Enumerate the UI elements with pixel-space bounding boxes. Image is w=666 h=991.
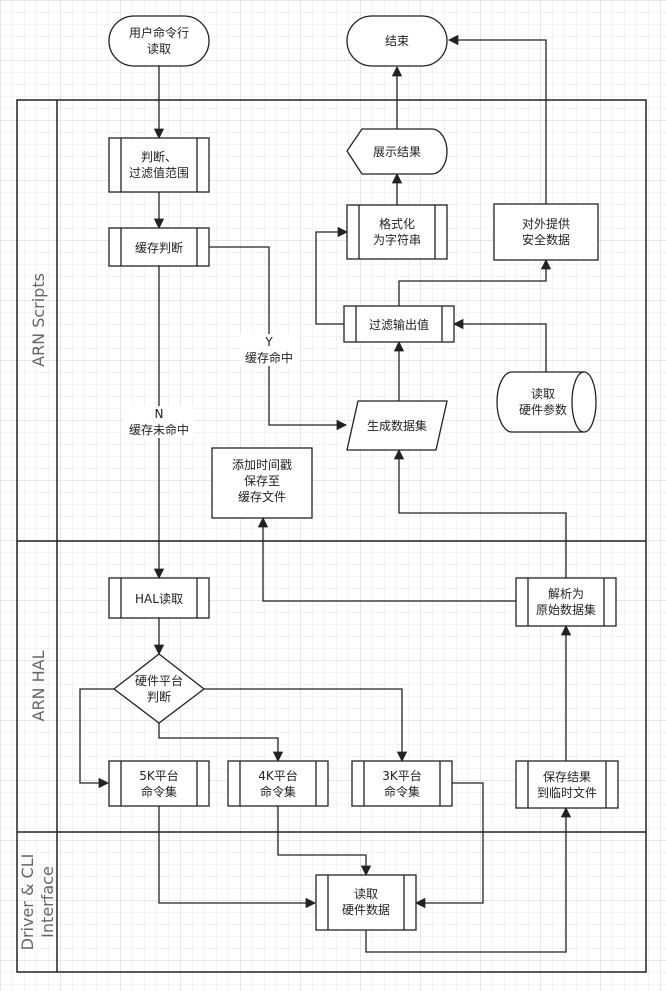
edge-label-y: Y xyxy=(264,335,273,349)
node-parse-line1: 解析为 xyxy=(548,587,584,601)
svg-text:缓存判断: 缓存判断 xyxy=(135,240,183,255)
node-hal-read: HAL读取 xyxy=(108,577,210,619)
node-filter-output-line1: 过滤输出值 xyxy=(369,317,429,332)
node-save-temp-line1: 保存结果 xyxy=(543,770,591,784)
node-judge-filter-line2: 过滤值范围 xyxy=(129,165,189,180)
node-hw-platform: 硬件平台判断 xyxy=(112,653,206,724)
svg-text:硬件平台判断: 硬件平台判断 xyxy=(135,673,183,704)
svg-text:结束: 结束 xyxy=(385,34,409,48)
edge-parse-to-gen xyxy=(393,448,567,578)
node-cmd-4k-line1: 4K平台 xyxy=(258,768,298,783)
svg-text:用户命令行读取: 用户命令行读取 xyxy=(129,25,189,56)
node-read-hw-data: 读取硬件数据 xyxy=(315,874,417,931)
node-cmd-3k-line1: 3K平台 xyxy=(382,768,422,783)
node-judge-filter-line1: 判断、 xyxy=(141,149,177,164)
node-gen-dataset-line1: 生成数据集 xyxy=(367,418,427,433)
edge-3k-to-read xyxy=(414,782,484,909)
edge-label-cache-miss: N 缓存未命中 xyxy=(124,406,194,438)
node-save-temp: 保存结果到临时文件 xyxy=(515,760,619,809)
node-display: 展示结果 xyxy=(346,128,448,175)
node-hal-read-line1: HAL读取 xyxy=(135,592,183,606)
edge-platform-to-4k xyxy=(158,723,284,763)
swimlane-container xyxy=(16,99,647,973)
node-format-line1: 格式化 xyxy=(379,216,415,231)
edge-label-cache-miss-text: 缓存未命中 xyxy=(129,422,189,437)
node-save-temp-line2: 到临时文件 xyxy=(537,785,597,800)
node-cmd-5k-line2: 命令集 xyxy=(141,784,177,799)
edge-external-to-end xyxy=(447,34,547,204)
svg-text:展示结果: 展示结果 xyxy=(373,145,421,159)
node-external: 对外提供安全数据 xyxy=(493,203,599,261)
node-cache-judge-line1: 缓存判断 xyxy=(135,240,183,255)
node-format: 格式化为字符串 xyxy=(346,204,448,260)
edge-param-to-filter xyxy=(452,318,547,372)
svg-text:格式化为字符串: 格式化为字符串 xyxy=(373,216,421,247)
node-judge-filter: 判断、过滤值范围 xyxy=(108,137,210,193)
node-cache-judge: 缓存判断 xyxy=(108,227,210,267)
node-cmd-4k-line2: 命令集 xyxy=(260,784,296,799)
svg-text:4K平台命令集: 4K平台命令集 xyxy=(258,768,298,799)
lane-label-arn-scripts: ARN Scripts xyxy=(29,273,48,367)
svg-text:过滤输出值: 过滤输出值 xyxy=(369,317,429,332)
node-hw-platform-line1: 硬件平台 xyxy=(135,673,183,688)
node-external-line1: 对外提供 xyxy=(522,216,570,231)
node-read-hw-data-line1: 读取 xyxy=(354,887,378,901)
node-display-line1: 展示结果 xyxy=(373,145,421,159)
node-external-line2: 安全数据 xyxy=(522,232,570,247)
node-timestamp-line1: 添加时间戳 xyxy=(232,458,292,472)
svg-text:对外提供安全数据: 对外提供安全数据 xyxy=(522,216,570,247)
node-cmd-3k-line2: 命令集 xyxy=(384,784,420,799)
edge-filter-to-format xyxy=(315,226,349,325)
node-start: 用户命令行读取 xyxy=(108,15,210,67)
node-parse-line2: 原始数据集 xyxy=(536,602,596,617)
svg-text:HAL读取: HAL读取 xyxy=(135,592,183,606)
node-start-line2: 读取 xyxy=(147,42,171,56)
edge-platform-to-5k xyxy=(79,688,114,789)
node-read-hw-param: 读取硬件参数 xyxy=(496,371,597,433)
edge-label-cache-hit: Y 缓存命中 xyxy=(240,334,300,366)
edge-read-to-save xyxy=(365,806,572,953)
svg-text:读取硬件参数: 读取硬件参数 xyxy=(519,387,567,417)
edge-label-cache-hit-text: 缓存命中 xyxy=(245,350,293,365)
node-timestamp: 添加时间戳保存至缓存文件 xyxy=(211,447,313,519)
node-gen-dataset: 生成数据集 xyxy=(346,400,448,451)
svg-text:保存结果到临时文件: 保存结果到临时文件 xyxy=(537,770,597,800)
edge-parse-to-timestamp xyxy=(257,516,516,602)
edge-label-n: N xyxy=(155,407,164,421)
lane-label-driver-cli-line2: Interface xyxy=(38,866,57,938)
node-parse: 解析为原始数据集 xyxy=(515,577,617,627)
node-start-line1: 用户命令行 xyxy=(129,25,189,40)
node-read-hw-data-line2: 硬件数据 xyxy=(342,902,390,917)
edge-filter-to-external xyxy=(398,258,552,306)
svg-text:添加时间戳保存至缓存文件: 添加时间戳保存至缓存文件 xyxy=(232,458,292,504)
node-end: 结束 xyxy=(346,15,448,67)
svg-text:读取硬件数据: 读取硬件数据 xyxy=(342,887,390,917)
node-cmd-5k: 5K平台命令集 xyxy=(108,760,210,807)
node-hw-platform-line2: 判断 xyxy=(147,689,171,704)
svg-text:生成数据集: 生成数据集 xyxy=(367,418,427,433)
node-timestamp-line2: 保存至 xyxy=(244,474,280,488)
connectors xyxy=(79,34,572,953)
node-read-hw-param-line2: 硬件参数 xyxy=(519,402,567,417)
svg-text:3K平台命令集: 3K平台命令集 xyxy=(382,768,422,799)
node-filter-output: 过滤输出值 xyxy=(343,305,455,343)
node-cmd-4k: 4K平台命令集 xyxy=(227,760,329,807)
node-cmd-3k: 3K平台命令集 xyxy=(351,760,453,807)
node-format-line2: 为字符串 xyxy=(373,232,421,247)
lane-label-driver-cli-line1: Driver & CLI xyxy=(18,854,37,951)
node-cmd-5k-line1: 5K平台 xyxy=(139,768,179,783)
node-end-line1: 结束 xyxy=(385,34,409,48)
svg-text:解析为原始数据集: 解析为原始数据集 xyxy=(536,587,596,617)
svg-text:5K平台命令集: 5K平台命令集 xyxy=(139,768,179,799)
lane-label-arn-hal: ARN HAL xyxy=(29,650,48,721)
svg-text:判断、过滤值范围: 判断、过滤值范围 xyxy=(129,149,189,180)
edge-5k-to-read xyxy=(158,806,317,909)
node-read-hw-param-line1: 读取 xyxy=(531,387,555,401)
node-timestamp-line3: 缓存文件 xyxy=(238,489,286,504)
edge-4k-to-read xyxy=(277,806,372,877)
edge-platform-to-3k xyxy=(204,688,408,763)
